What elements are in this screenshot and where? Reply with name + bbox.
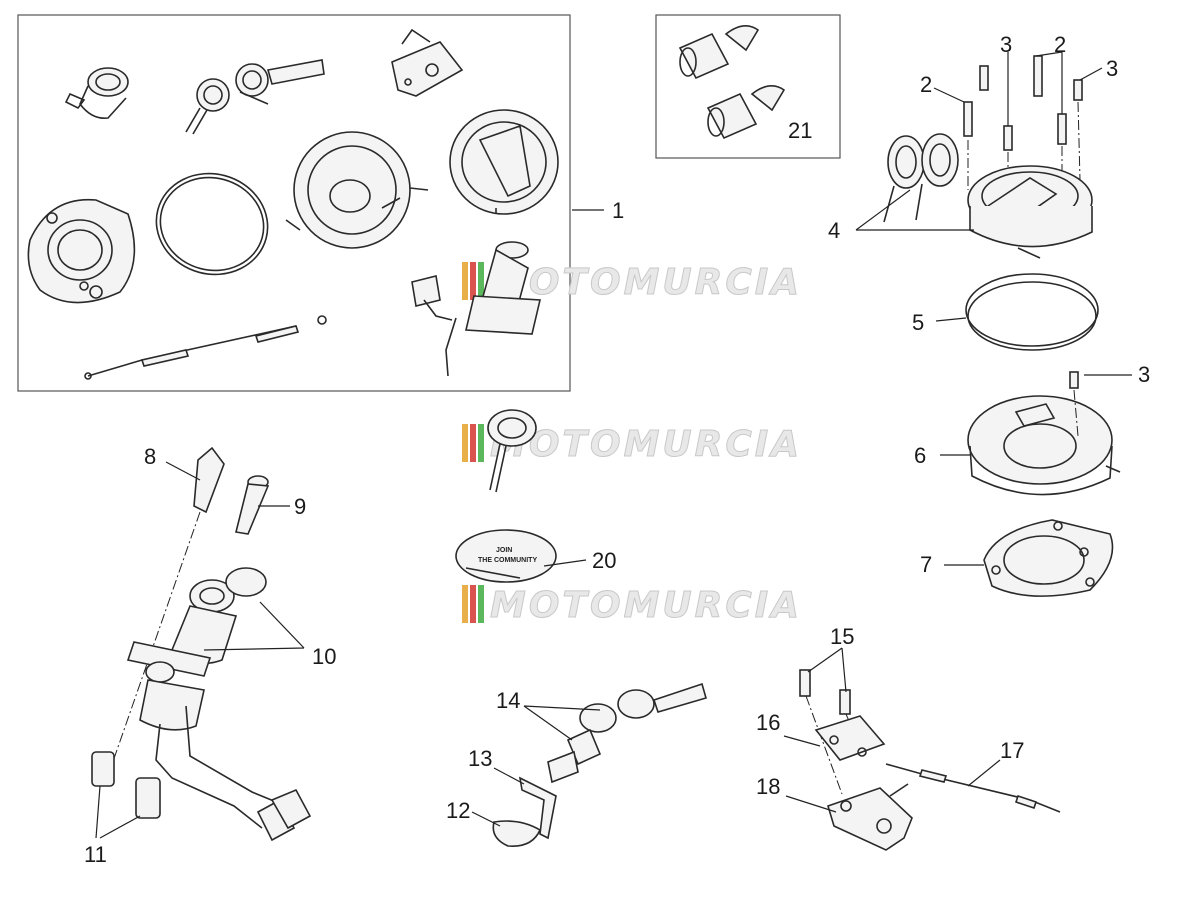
callout-7: 7 (920, 552, 932, 577)
release-cable-part (84, 315, 327, 380)
cap-12 (492, 820, 542, 847)
flange-plate-part (27, 198, 136, 304)
gasket-16 (814, 715, 886, 761)
callout-labels: 1 2 3 2 3 4 5 3 6 7 8 9 10 11 12 13 14 1… (84, 32, 1150, 867)
callout-1: 1 (612, 198, 624, 223)
seat-lock-14 (547, 682, 707, 784)
callout-17: 17 (1000, 738, 1024, 763)
callout-12: 12 (446, 798, 470, 823)
latch-part (391, 28, 464, 97)
bolts-15 (799, 669, 851, 715)
pin-8 (193, 446, 225, 514)
callout-6: 6 (914, 443, 926, 468)
cable-17 (885, 763, 1061, 813)
callout-8: 8 (144, 444, 156, 469)
callout-13: 13 (468, 746, 492, 771)
filler-cap-part (449, 109, 559, 215)
callout-3-top: 3 (1000, 32, 1012, 57)
watermark: MOTOMURCIA MOTOMURCIA MOTOMURCIA (462, 262, 802, 627)
kit-box-1 (17, 14, 571, 392)
bolt-9 (235, 475, 270, 535)
kit-box-21 (655, 14, 841, 159)
callout-10: 10 (312, 644, 336, 669)
callout-18: 18 (756, 774, 780, 799)
callout-4: 4 (828, 218, 840, 243)
seal-ring-5 (965, 273, 1099, 351)
callout-2-left: 2 (920, 72, 932, 97)
callout-2-right: 2 (1054, 32, 1066, 57)
watermark-text-2: MOTOMURCIA (490, 424, 802, 465)
wiring-harness-11 (91, 705, 312, 842)
callout-5: 5 (912, 310, 924, 335)
callout-14: 14 (496, 688, 520, 713)
badge-text-line1: JOIN (496, 547, 512, 554)
filler-base-part (285, 131, 429, 249)
callout-15: 15 (830, 624, 854, 649)
callout-3-right: 3 (1106, 56, 1118, 81)
badge-text-line2: THE COMMUNITY (478, 557, 537, 564)
callout-11: 11 (84, 842, 107, 867)
callout-21: 21 (788, 118, 812, 143)
leader-lines (95, 51, 1132, 839)
key-pair-4 (883, 133, 959, 223)
screw-set-2-3 (963, 55, 1083, 151)
watermark-text-1: MOTOMURCIA (490, 262, 802, 303)
callout-9: 9 (294, 494, 306, 519)
mounting-plate-7 (983, 519, 1114, 597)
bracket-13 (518, 776, 557, 840)
ignition-lock-10 (126, 567, 267, 731)
badge-tag-20: JOIN THE COMMUNITY (455, 529, 557, 583)
lock-cylinder-part-b (706, 85, 786, 140)
tank-flange-6 (967, 371, 1121, 496)
lock-cylinder-part-a (678, 25, 760, 80)
fuel-cap-assembly (967, 165, 1093, 259)
callout-3-lower: 3 (1138, 362, 1150, 387)
lock-barrel-part (64, 67, 129, 120)
callout-20: 20 (592, 548, 616, 573)
callout-16: 16 (756, 710, 780, 735)
gasket-ring-part (155, 172, 269, 276)
latch-18 (827, 783, 913, 851)
spare-key-part (487, 409, 537, 493)
watermark-text-3: MOTOMURCIA (490, 585, 802, 626)
key-set-part (185, 59, 325, 135)
ignition-switch-part (411, 241, 541, 377)
